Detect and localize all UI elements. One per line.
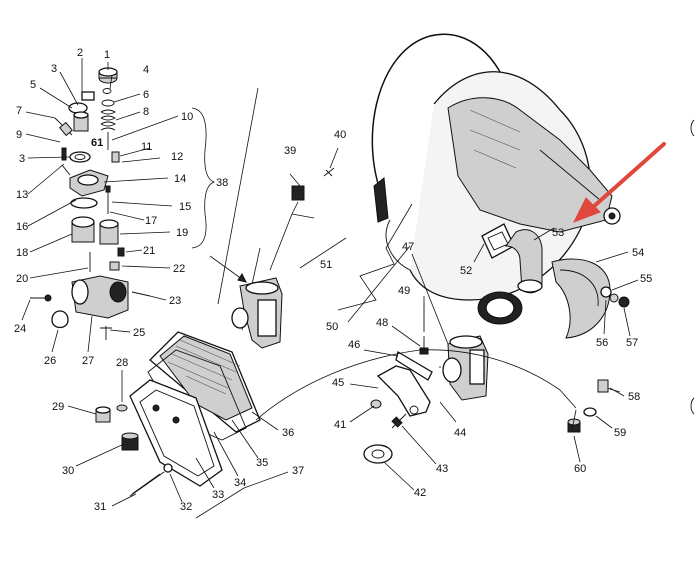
label-48: 48	[376, 317, 388, 329]
label-41: 41	[334, 419, 346, 431]
label-28: 28	[116, 357, 128, 369]
carburettor-assembled	[209, 87, 347, 349]
label-33: 33	[212, 489, 224, 501]
leader-lines-left	[21, 58, 179, 353]
label-8: 8	[143, 106, 149, 118]
label-38: 38	[216, 177, 228, 189]
engine-housing	[337, 33, 630, 339]
leader-lines-filter	[67, 370, 289, 519]
edge-mark-bottom	[690, 397, 695, 415]
label-50: 50	[326, 321, 338, 333]
label-44: 44	[454, 427, 466, 439]
label-12: 12	[171, 151, 183, 163]
part-labels-center: 39 40	[284, 129, 346, 157]
label-9: 9	[16, 129, 22, 141]
label-51: 51	[320, 259, 332, 271]
label-31: 31	[94, 501, 106, 513]
label-17: 17	[145, 215, 157, 227]
label-11: 11	[141, 141, 152, 153]
highlight-arrow	[572, 142, 666, 223]
label-19: 19	[176, 227, 188, 239]
part-labels-filter: 28 29 30 31 32 33 34 35 36 37	[52, 357, 304, 513]
label-1: 1	[104, 49, 110, 61]
part-labels-far-right: 58 59 60	[574, 391, 640, 475]
label-42: 42	[414, 487, 426, 499]
label-15: 15	[179, 201, 191, 213]
label-34: 34	[234, 477, 246, 489]
leader-lines-lower	[349, 253, 457, 491]
label-21: 21	[143, 245, 155, 257]
label-16: 16	[16, 221, 28, 233]
leader-lines-right	[473, 227, 639, 337]
label-45: 45	[332, 377, 344, 389]
label-37: 37	[292, 465, 304, 477]
part-labels-lower: 47 49 48 46 45 41 44 43 42	[332, 241, 466, 499]
label-14: 14	[174, 173, 186, 185]
label-23: 23	[169, 295, 181, 307]
label-6: 6	[143, 89, 149, 101]
label-10: 10	[181, 111, 193, 123]
label-27: 27	[82, 355, 94, 367]
label-52: 52	[460, 265, 472, 277]
label-49: 49	[398, 285, 410, 297]
label-5: 5	[30, 79, 36, 91]
label-22: 22	[173, 263, 185, 275]
label-3b: 3	[19, 153, 25, 165]
label-58: 58	[628, 391, 640, 403]
label-20: 20	[16, 273, 28, 285]
edge-mark-top	[690, 119, 695, 137]
label-55: 55	[640, 273, 652, 285]
label-2: 2	[77, 47, 83, 59]
label-47: 47	[402, 241, 414, 253]
label-59: 59	[614, 427, 626, 439]
label-13: 13	[16, 189, 28, 201]
label-39: 39	[284, 145, 296, 157]
label-4: 4	[143, 64, 149, 76]
air-filter-assembly	[95, 331, 261, 497]
drain-screw-assembly	[567, 379, 625, 463]
label-24: 24	[14, 323, 26, 335]
label-43: 43	[436, 463, 448, 475]
label-35: 35	[256, 457, 268, 469]
part-labels-right: 51 50 52 53 54 55 56 57	[320, 227, 652, 349]
carburettor-lower-assembly	[255, 302, 577, 464]
label-26: 26	[44, 355, 56, 367]
part-labels-left: 1 2 3 4 5 6 7 8 61 9 10 11 3 12 13 14 38…	[14, 47, 228, 367]
label-25: 25	[133, 327, 145, 339]
group-bracket-38	[191, 107, 216, 249]
carburettor-top-assembly	[30, 67, 151, 340]
label-30: 30	[62, 465, 74, 477]
label-18: 18	[16, 247, 28, 259]
label-3a: 3	[51, 63, 57, 75]
label-46: 46	[348, 339, 360, 351]
label-60: 60	[574, 463, 586, 475]
label-7: 7	[16, 105, 22, 117]
label-54: 54	[632, 247, 644, 259]
label-53: 53	[552, 227, 564, 239]
label-61: 61	[91, 137, 103, 149]
label-40: 40	[334, 129, 346, 141]
label-57: 57	[626, 337, 638, 349]
label-56: 56	[596, 337, 608, 349]
label-29: 29	[52, 401, 64, 413]
label-32: 32	[180, 501, 192, 513]
label-36: 36	[282, 427, 294, 439]
